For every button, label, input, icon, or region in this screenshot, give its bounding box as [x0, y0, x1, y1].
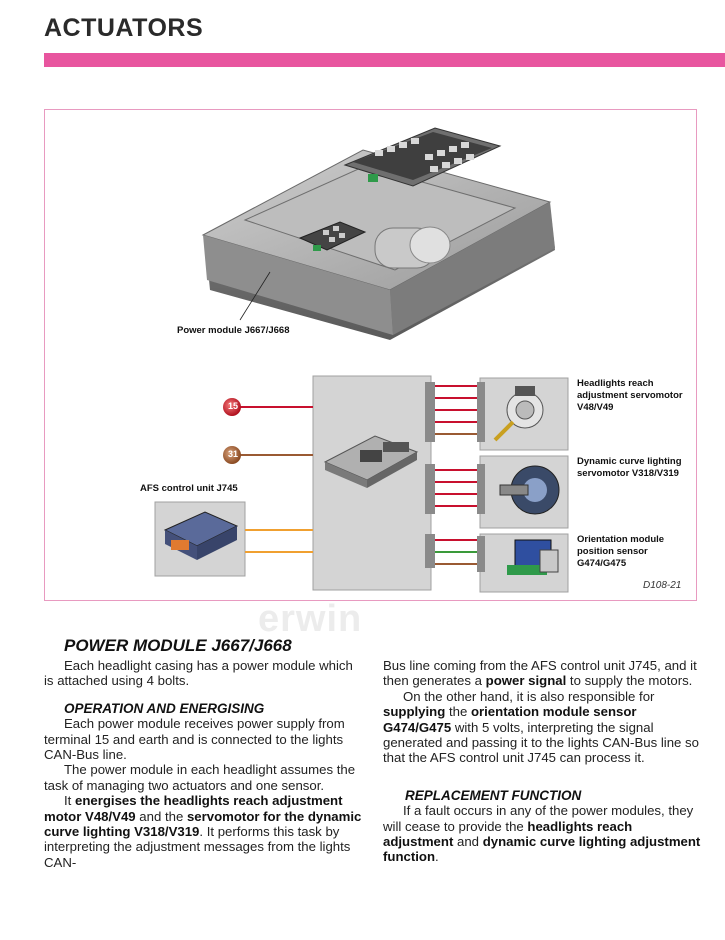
orientation-sensor-label: Orientation module position sensor G474/… — [577, 534, 665, 569]
intro-paragraph: Each headlight casing has a power module… — [44, 658, 353, 689]
section-heading-operation: OPERATION AND ENERGISING — [64, 700, 265, 716]
power-module-diagram — [154, 127, 569, 593]
power-module-image — [201, 127, 555, 340]
dynamic-curve-servomotor-label: Dynamic curve lighting servomotor V318/V… — [577, 456, 682, 479]
watermark: erwin — [258, 598, 363, 640]
paragraph-power-supply: Each power module receives power supply … — [44, 716, 345, 763]
paragraph-energises: It energises the headlights reach adjust… — [44, 793, 362, 870]
orientation-sensor-image — [507, 539, 559, 575]
power-module-small-image — [323, 435, 419, 488]
terminal-15-badge — [223, 398, 241, 416]
paragraph-power-signal: Bus line coming from the AFS control uni… — [383, 658, 697, 689]
column-left: Each headlight casing has a power module… — [44, 658, 362, 870]
terminal-31-label: 31 — [227, 449, 238, 459]
article-title: POWER MODULE J667/J668 — [64, 636, 292, 655]
paragraph-sensor-supply: On the other hand, it is also responsibl… — [383, 688, 699, 766]
headlights-reach-servomotor-label: Headlights reach adjustment servomotor V… — [577, 378, 683, 413]
terminal-31-badge — [223, 446, 241, 464]
column-right: Bus line coming from the AFS control uni… — [383, 658, 701, 865]
power-module-label: Power module J667/J668 — [177, 325, 290, 336]
page-title: ACTUATORS — [44, 14, 204, 42]
section-heading-replacement: REPLACEMENT FUNCTION — [405, 787, 582, 803]
afs-control-unit-label: AFS control unit J745 — [140, 483, 238, 494]
dynamic-curve-servomotor-image — [499, 465, 560, 515]
terminal-15-label: 15 — [227, 401, 238, 411]
figure-frame: Power module J667/J668 15 31 AFS control… — [44, 109, 697, 601]
power-module-leader-line — [239, 271, 271, 321]
header-accent-bar — [44, 53, 725, 67]
afs-control-unit-image — [163, 511, 239, 560]
figure-code: D108-21 — [643, 580, 682, 591]
headlights-reach-servomotor-image — [493, 386, 544, 442]
paragraph-manages-actuators: The power module in each headlight assum… — [44, 762, 356, 793]
paragraph-replacement: If a fault occurs in any of the power mo… — [383, 803, 701, 865]
